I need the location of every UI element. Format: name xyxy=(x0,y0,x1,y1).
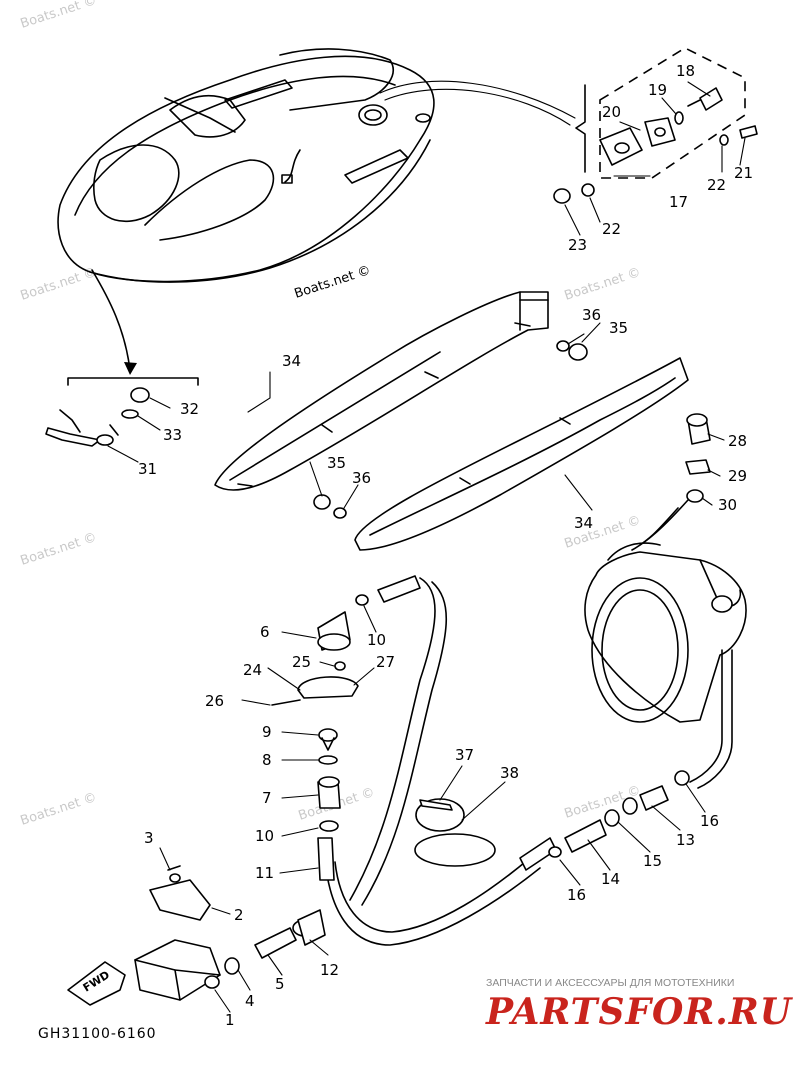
callout-3: 3 xyxy=(144,829,154,847)
callout-17: 17 xyxy=(669,193,688,211)
callout-31: 31 xyxy=(138,460,157,478)
callout-15: 15 xyxy=(643,852,662,870)
watermark: Boats.net © xyxy=(19,0,99,32)
callout-23: 23 xyxy=(568,236,587,254)
callout-35-lower: 35 xyxy=(327,454,346,472)
watercraft-illustration xyxy=(57,48,576,386)
diagram-code: GH31100-6160 xyxy=(38,1026,157,1042)
watermark: Boats.net © xyxy=(19,790,99,829)
callout-13: 13 xyxy=(676,831,695,849)
callout-10-lower: 10 xyxy=(255,827,274,845)
callout-8: 8 xyxy=(262,751,272,769)
callout-22-right: 22 xyxy=(707,176,726,194)
footer-slogan: ЗАПЧАСТИ И АКСЕССУАРЫ ДЛЯ МОТОТЕХНИКИ xyxy=(486,977,734,989)
callout-6: 6 xyxy=(260,623,270,641)
callout-33: 33 xyxy=(163,426,182,444)
callout-27: 27 xyxy=(376,653,395,671)
callout-11: 11 xyxy=(255,864,274,882)
callout-7: 7 xyxy=(262,789,272,807)
cooling-parts: FWD xyxy=(67,594,369,1006)
callout-5: 5 xyxy=(275,975,285,993)
callout-26: 26 xyxy=(205,692,224,710)
callout-4: 4 xyxy=(245,992,255,1010)
callout-36-lower: 36 xyxy=(352,469,371,487)
callout-18: 18 xyxy=(676,62,695,80)
callout-25: 25 xyxy=(292,653,311,671)
straps xyxy=(414,798,496,867)
callout-22-left: 22 xyxy=(602,220,621,238)
sponson-rails xyxy=(214,291,689,551)
watermark: Boats.net © xyxy=(293,263,373,302)
hoses xyxy=(254,575,557,959)
callout-10-upper: 10 xyxy=(367,631,386,649)
leader-lines xyxy=(107,81,746,1013)
footer-branding: ЗАПЧАСТИ И АКСЕССУАРЫ ДЛЯ МОТОТЕХНИКИ PA… xyxy=(485,977,794,1033)
callout-19: 19 xyxy=(648,81,667,99)
callout-30: 30 xyxy=(718,496,737,514)
callout-37: 37 xyxy=(455,746,474,764)
callout-2: 2 xyxy=(234,906,244,924)
callout-20: 20 xyxy=(602,103,621,121)
mount-fittings xyxy=(45,340,588,519)
callout-12: 12 xyxy=(320,961,339,979)
callout-28: 28 xyxy=(728,432,747,450)
callout-34-upper: 34 xyxy=(282,352,301,370)
callout-38: 38 xyxy=(500,764,519,782)
callout-35-upper: 35 xyxy=(609,319,628,337)
watermark: Boats.net © xyxy=(19,530,99,569)
footer-brand-logo: PARTSFOR.RU xyxy=(485,991,794,1033)
callout-21: 21 xyxy=(734,164,753,182)
callout-labels: 1 2 3 4 5 6 7 8 9 10 10 11 12 13 14 15 1… xyxy=(138,62,753,1029)
vent-parts-group xyxy=(553,47,758,204)
callout-36-upper: 36 xyxy=(582,306,601,324)
callout-1: 1 xyxy=(225,1011,235,1029)
callout-14: 14 xyxy=(601,870,620,888)
callout-34-lower: 34 xyxy=(574,514,593,532)
jet-nozzle-assembly xyxy=(584,413,747,789)
callout-16-lower: 16 xyxy=(567,886,586,904)
hose-fittings xyxy=(548,770,690,858)
watermark: Boats.net © xyxy=(563,265,643,304)
callout-16-upper: 16 xyxy=(700,812,719,830)
callout-24: 24 xyxy=(243,661,262,679)
callout-32: 32 xyxy=(180,400,199,418)
callout-29: 29 xyxy=(728,467,747,485)
callout-9: 9 xyxy=(262,723,272,741)
